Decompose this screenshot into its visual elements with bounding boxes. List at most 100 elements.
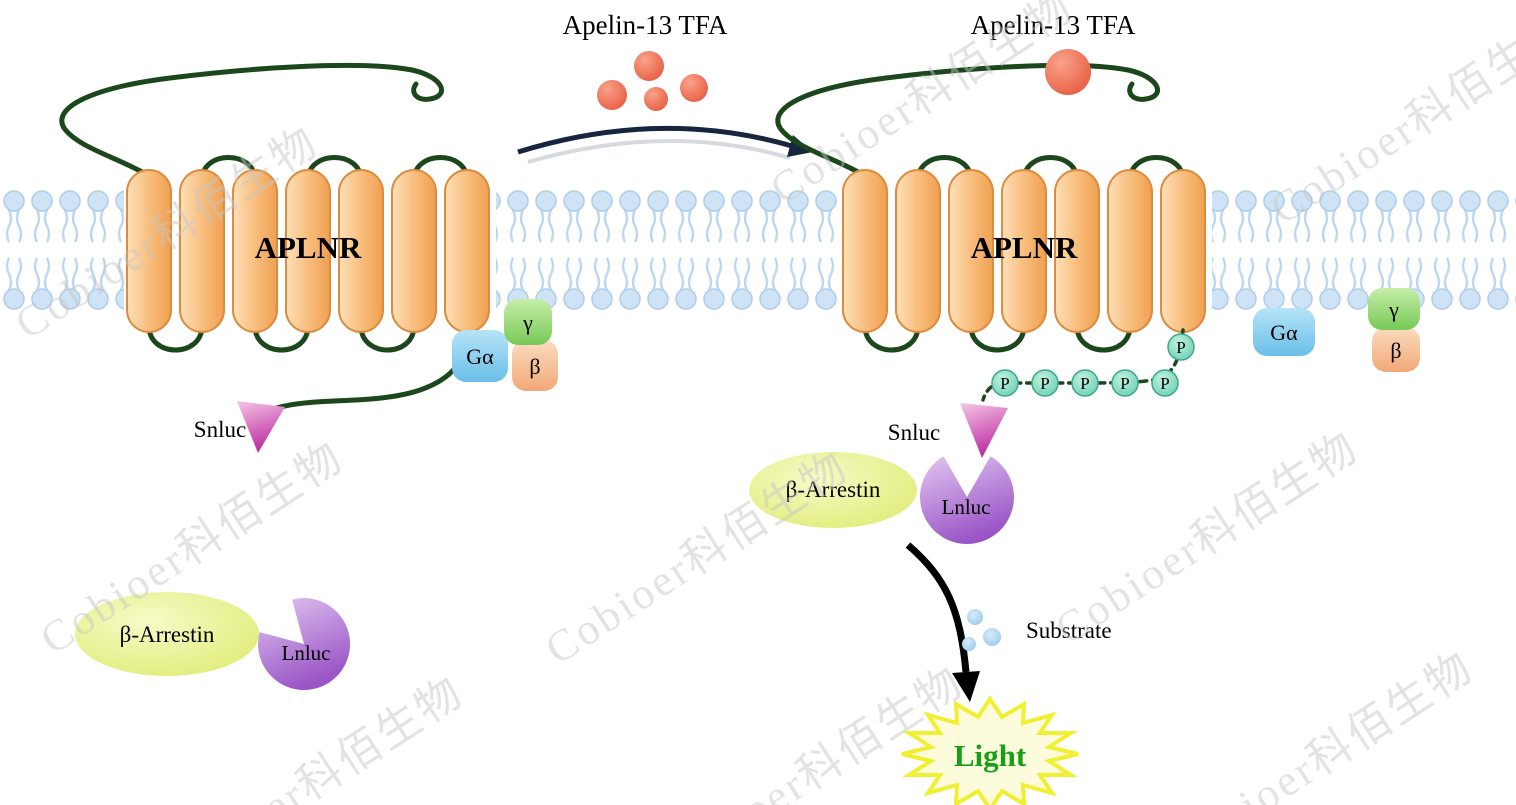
membrane-middle-segment [496,190,840,310]
g-protein-trimer-inactive: Gα β γ [452,299,558,391]
phosphate-label: P [1080,374,1089,393]
g-gamma-label: γ [1388,297,1399,322]
g-beta-label: β [1390,338,1401,363]
lnluc-fragment [258,598,351,691]
tm-helix [1160,169,1206,333]
phosphate-label: P [1160,374,1169,393]
tm-helix [126,169,172,333]
lnluc-label: Lnluc [282,641,331,665]
substrate-label: Substrate [1026,618,1112,643]
phosphate-circle [1151,369,1179,397]
intracellular-loop [252,323,311,353]
phosphate-circle [991,369,1019,397]
apelin-bound-molecule [1045,49,1091,95]
watermark-text: Cobioer科佰生物 [537,442,858,674]
c-terminal-tail [257,327,470,421]
phosphate-circle [1167,333,1195,361]
g-alpha-subunit [1253,308,1315,356]
tm-helix [1001,169,1047,333]
substrate-dot [962,637,976,651]
snluc-triangle [237,401,285,453]
beta-arrestin-body [749,452,917,528]
tm-helix [444,169,490,333]
phosphate-label: P [1040,374,1049,393]
watermark-text: Cobioer科佰生物 [1047,422,1368,654]
phosphate-label: P [1176,338,1185,357]
light-burst: Light [901,695,1079,805]
activation-arrow-shadow [527,138,791,164]
tm-helix [948,169,994,333]
snluc-label: Snluc [194,417,246,442]
luminescence-arrow-shaft [905,542,970,673]
lnluc-fragment [919,456,1014,545]
apelin-molecule [597,80,627,110]
snluc-tag-inactive: Snluc [194,401,285,453]
tm-helix [232,169,278,333]
apelin-molecule [634,51,664,81]
membrane-left-segment [0,190,124,310]
g-gamma-subunit [1368,288,1420,330]
g-beta-subunit [1372,327,1420,372]
phosphate-circle [1111,369,1139,397]
intracellular-loop [146,323,205,353]
lipid-bilayer [0,190,1516,310]
luminescence-arrow [905,542,980,702]
receptor-inactive: APLNR [59,62,490,421]
starburst-shape [901,695,1079,805]
beta-arrestin-body [75,592,259,676]
tm-helix [285,169,331,333]
apelin-molecule [644,87,668,111]
intracellular-loop [862,323,921,353]
ligand-label: Apelin-13 TFA [563,10,728,40]
phosphorylation-chain: P P P P P P [981,328,1195,402]
substrate-dot [983,628,1001,646]
tm-helix [391,169,437,333]
tm-helix [179,169,225,333]
g-gamma-subunit [504,299,552,345]
tm-helix [338,169,384,333]
substrate-molecules: Substrate [962,609,1112,651]
tm-helix [842,169,888,333]
activation-arrow-shaft [517,125,793,155]
tm-helix [1107,169,1153,333]
g-gamma-label: γ [522,310,533,335]
g-alpha-label: Gα [466,344,494,369]
receptor-active: Apelin-13 TFA APLNR [775,10,1206,353]
apelin-ligand-cluster: Apelin-13 TFA [563,10,728,111]
arrestin-complex-active: β-Arrestin Lnluc Snluc [749,403,1014,545]
membrane-right-segment [1212,190,1516,310]
tm-helix [1054,169,1100,333]
g-alpha-label: Gα [1270,320,1298,345]
g-protein-dissociated: Gα β γ [1253,288,1420,372]
snluc-triangle [960,403,1008,458]
watermark-layer: Cobioer科佰生物 Cobioer科佰生物 Cobioer科佰生物 Cobi… [7,0,1516,805]
snluc-label: Snluc [888,420,940,445]
phosphate-label: P [1120,374,1129,393]
receptor-label: APLNR [971,230,1078,265]
intracellular-loop [358,323,417,353]
g-alpha-subunit [452,330,508,382]
phosphate-circle [1071,369,1099,397]
beta-arrestin-label: β-Arrestin [120,622,215,647]
n-terminus-loop [775,62,1160,179]
g-beta-label: β [529,354,540,379]
ligand-label: Apelin-13 TFA [971,10,1136,40]
beta-arrestin-label: β-Arrestin [786,477,881,502]
light-label: Light [954,738,1027,773]
n-terminus-loop [59,62,444,179]
receptor-label: APLNR [255,230,362,265]
substrate-dot [967,609,983,625]
intracellular-loop [968,323,1027,353]
tm-helix [895,169,941,333]
phosphate-label: P [1000,374,1009,393]
phosphate-circle [1031,369,1059,397]
g-beta-subunit [512,340,558,391]
watermark-text: Cobioer科佰生物 [1162,642,1483,805]
apelin-molecule [680,74,708,102]
arrestin-complex-inactive: β-Arrestin Lnluc [75,592,351,691]
luminescence-arrowhead [952,671,980,702]
activation-arrow [517,125,813,164]
watermark-text: Cobioer科佰生物 [652,657,973,805]
